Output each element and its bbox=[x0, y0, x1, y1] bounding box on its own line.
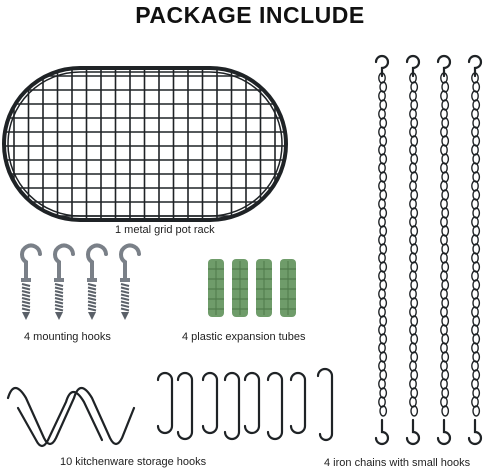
expansion-tube-icon bbox=[280, 259, 296, 317]
chain-icon bbox=[405, 54, 421, 446]
s-hook-icon bbox=[201, 371, 219, 435]
chain-icon bbox=[374, 54, 390, 446]
s-hook-icon bbox=[243, 371, 261, 435]
chains-image bbox=[374, 54, 483, 446]
s-hook-icon bbox=[289, 371, 307, 435]
s-hook-icon bbox=[266, 371, 284, 441]
s-hook-icon bbox=[316, 367, 334, 442]
storage-hooks-image bbox=[6, 367, 334, 448]
expansion-tube-icon bbox=[208, 259, 224, 317]
screw-hook-icon bbox=[20, 243, 42, 320]
expansion-tubes-image bbox=[208, 259, 296, 317]
s-hook-icon bbox=[223, 371, 241, 441]
caption-chains: 4 iron chains with small hooks bbox=[324, 457, 471, 469]
page-title: PACKAGE INCLUDE bbox=[135, 2, 365, 28]
screw-hook-icon bbox=[53, 243, 75, 320]
caption-grid-pot-rack: 1 metal grid pot rack bbox=[115, 224, 215, 236]
s-hook-icon bbox=[176, 371, 194, 441]
screw-hook-icon bbox=[86, 243, 108, 320]
caption-storage-hooks: 10 kitchenware storage hooks bbox=[60, 456, 207, 468]
s-hook-icon bbox=[16, 390, 104, 448]
grid-pot-rack-image bbox=[2, 66, 288, 222]
caption-mounting-hooks: 4 mounting hooks bbox=[24, 331, 111, 343]
chain-icon bbox=[436, 54, 452, 446]
mounting-hooks-image bbox=[20, 243, 141, 320]
expansion-tube-icon bbox=[232, 259, 248, 317]
chain-icon bbox=[467, 54, 483, 446]
s-hook-icon bbox=[6, 386, 136, 446]
caption-expansion-tubes: 4 plastic expansion tubes bbox=[182, 331, 306, 343]
screw-hook-icon bbox=[119, 243, 141, 320]
s-hook-icon bbox=[156, 371, 174, 435]
expansion-tube-icon bbox=[256, 259, 272, 317]
